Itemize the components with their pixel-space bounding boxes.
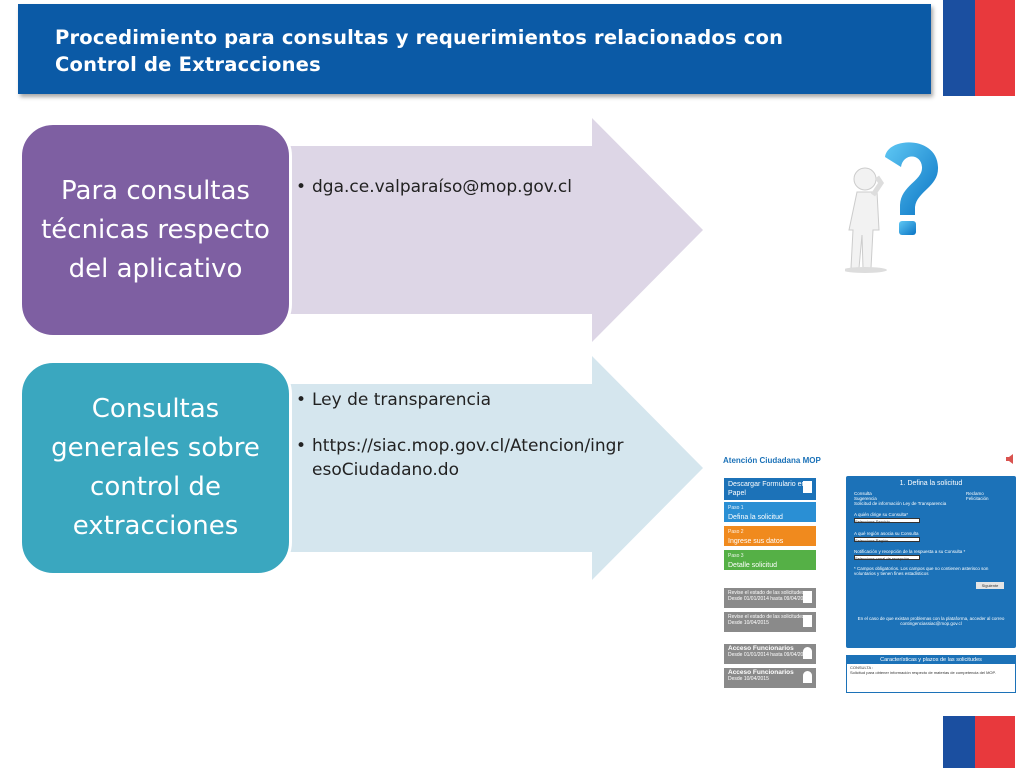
panel-title: 1. Defina la solicitud — [899, 480, 963, 487]
person-icon — [803, 671, 812, 683]
option-transparencia[interactable]: Solicitud de información Ley de Transpar… — [854, 501, 947, 506]
channel-select[interactable]: Seleccione canal de recepción — [854, 555, 920, 561]
general-bullets: Ley de transparencia https://siac.mop.go… — [296, 388, 626, 504]
question-2: A qué región asocia su Consulta — [854, 531, 919, 536]
general-queries-box: Consultas generales sobre control de ext… — [19, 360, 292, 576]
question-person-icon — [845, 142, 939, 273]
thumbnail-title: Atención Ciudadana MOP — [723, 456, 821, 465]
service-select[interactable]: Seleccione Servicio — [854, 518, 920, 524]
person-icon — [803, 647, 812, 659]
characteristics-text: Solicitud para obtener información respe… — [850, 670, 996, 675]
request-characteristics-panel: Características y plazos de las solicitu… — [846, 655, 1016, 693]
option-sugerencia[interactable]: Sugerencia — [854, 496, 877, 501]
download-icon — [803, 481, 812, 493]
characteristics-title: Características y plazos de las solicitu… — [847, 656, 1015, 664]
page-title: Procedimiento para consultas y requerimi… — [55, 24, 915, 78]
page-title-line1: Procedimiento para consultas y requerimi… — [55, 26, 784, 49]
flag-red-bottom — [975, 716, 1015, 768]
siac-url-link[interactable]: https://siac.mop.gov.cl/Atencion/ingreso… — [296, 434, 626, 482]
required-note: * Campos obligatorios. Los campos que no… — [854, 566, 989, 576]
technical-queries-box: Para consultas técnicas respecto del apl… — [19, 122, 292, 338]
general-queries-label: Consultas generales sobre control de ext… — [51, 394, 260, 541]
next-button[interactable]: Siguiente — [976, 582, 1004, 589]
question-1: A quién dirige su Consulta* — [854, 512, 909, 517]
define-request-panel: 1. Defina la solicitud Consulta Sugerenc… — [846, 476, 1016, 648]
technical-bullets: dga.ce.valparaíso@mop.gov.cl — [296, 175, 596, 199]
characteristics-label: CONSULTA : — [850, 665, 874, 670]
siac-screenshot-thumbnail: Atención Ciudadana MOP Descargar Formula… — [720, 450, 1020, 695]
speaker-icon — [1006, 454, 1013, 464]
email-link[interactable]: dga.ce.valparaíso@mop.gov.cl — [296, 175, 596, 199]
question-3: Notificación y recepción de la respuesta… — [854, 549, 966, 554]
option-consulta[interactable]: Consulta — [854, 491, 872, 496]
technical-queries-label: Para consultas técnicas respecto del apl… — [41, 175, 270, 284]
flag-blue-bottom — [943, 716, 975, 768]
transparency-law-item: Ley de transparencia — [296, 388, 626, 412]
document-icon — [803, 615, 812, 627]
help-text: En el caso de que existan problemas con … — [857, 616, 1005, 626]
flag-blue-top — [943, 0, 975, 96]
arrow-purple — [240, 118, 703, 342]
region-select[interactable]: Seleccione Región — [854, 537, 920, 543]
document-icon — [803, 591, 812, 603]
option-felicitacion[interactable]: Felicitación — [966, 496, 989, 501]
option-reclamo[interactable]: Reclamo — [966, 491, 984, 496]
download-form-button[interactable]: Descargar Formulario en Papel — [724, 478, 816, 500]
page-title-line2: Control de Extracciones — [55, 53, 321, 76]
header-banner: Procedimiento para consultas y requerimi… — [18, 4, 931, 94]
flag-red-top — [975, 0, 1015, 96]
